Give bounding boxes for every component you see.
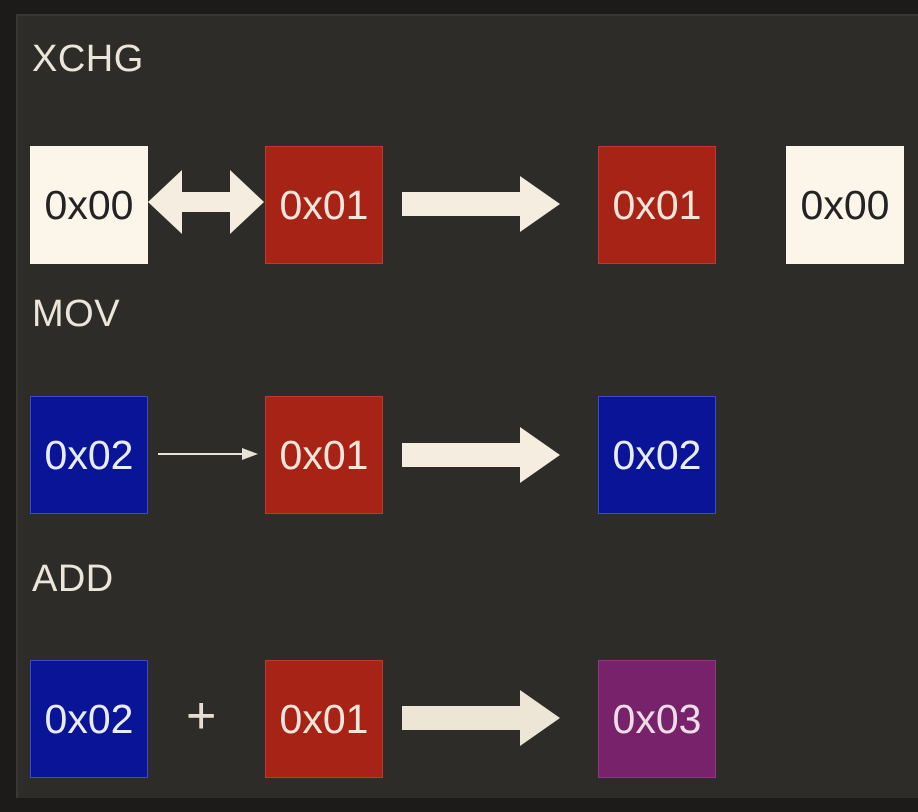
add-operand-b-box: 0x01 xyxy=(265,660,383,778)
xchg-result-2-box: 0x00 xyxy=(786,146,904,264)
mov-operand-a-box: 0x02 xyxy=(30,396,148,514)
thin-arrow-icon xyxy=(158,448,258,460)
mov-operand-b-box: 0x01 xyxy=(265,396,383,514)
plus-operator: + xyxy=(186,687,217,745)
result-arrow-icon xyxy=(402,690,560,746)
mov-result-box: 0x02 xyxy=(598,396,716,514)
double-arrow-icon xyxy=(148,170,264,234)
result-arrow-icon xyxy=(402,176,560,232)
add-result-box: 0x03 xyxy=(598,660,716,778)
add-operand-a-box: 0x02 xyxy=(30,660,148,778)
xchg-result-1-box: 0x01 xyxy=(598,146,716,264)
xchg-operand-a-box: 0x00 xyxy=(30,146,148,264)
mov-label: MOV xyxy=(32,293,121,335)
add-label: ADD xyxy=(32,558,114,600)
xchg-operand-b-box: 0x01 xyxy=(265,146,383,264)
result-arrow-icon xyxy=(402,427,560,483)
xchg-label: XCHG xyxy=(32,38,144,80)
diagram-panel xyxy=(16,14,918,798)
